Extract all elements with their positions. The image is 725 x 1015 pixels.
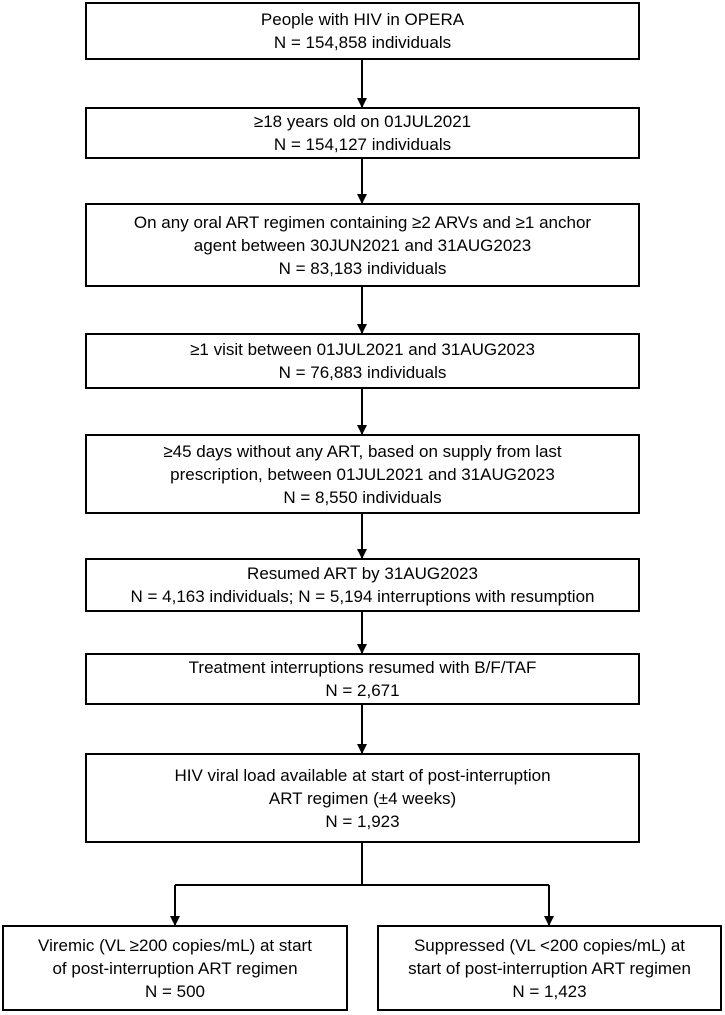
step-2-line-1: ≥18 years old on 01JUL2021 xyxy=(253,112,472,131)
viremic-line-2: of post-interruption ART regimen xyxy=(52,958,298,978)
viremic-line-1: Viremic (VL ≥200 copies/mL) at start xyxy=(38,935,312,955)
step-box-2: ≥18 years old on 01JUL2021 N = 154,127 i… xyxy=(85,107,640,159)
step-box-3: On any oral ART regimen containing ≥2 AR… xyxy=(85,203,640,287)
suppressed-line-1: Suppressed (VL <200 copies/mL) at xyxy=(413,935,686,955)
step-8-line-3: N = 1,923 xyxy=(325,811,400,831)
step-4-line-1: ≥1 visit between 01JUL2021 and 31AUG2023 xyxy=(190,340,535,359)
step-8-line-1: HIV viral load available at start of pos… xyxy=(174,765,551,785)
suppressed-line-3: N = 1,423 xyxy=(512,981,587,1001)
step-8-line-2: ART regimen (±4 weeks) xyxy=(268,788,457,808)
step-6-line-2: N = 4,163 individuals; N = 5,194 interru… xyxy=(130,587,595,606)
step-box-5: ≥45 days without any ART, based on suppl… xyxy=(85,434,640,514)
viremic-line-3: N = 500 xyxy=(144,981,205,1001)
step-box-7: Treatment interruptions resumed with B/F… xyxy=(85,653,640,705)
step-box-6: Resumed ART by 31AUG2023 N = 4,163 indiv… xyxy=(85,558,640,612)
step-3-line-1: On any oral ART regimen containing ≥2 AR… xyxy=(133,212,592,232)
branch-box-viremic: Viremic (VL ≥200 copies/mL) at start of … xyxy=(2,925,348,1011)
step-2-line-2: N = 154,127 individuals xyxy=(273,135,452,154)
branch-box-suppressed: Suppressed (VL <200 copies/mL) at start … xyxy=(377,925,722,1011)
step-box-1: People with HIV in OPERA N = 154,858 ind… xyxy=(85,2,640,60)
step-5-line-3: N = 8,550 individuals xyxy=(283,487,442,507)
step-4-line-2: N = 76,883 individuals xyxy=(278,363,447,382)
step-3-line-2: agent between 30JUN2021 and 31AUG2023 xyxy=(193,235,532,255)
step-box-8: HIV viral load available at start of pos… xyxy=(85,753,640,843)
step-5-line-1: ≥45 days without any ART, based on suppl… xyxy=(163,441,562,461)
step-box-4: ≥1 visit between 01JUL2021 and 31AUG2023… xyxy=(85,333,640,389)
step-1-line-2: N = 154,858 individuals xyxy=(273,33,452,52)
step-1-line-1: People with HIV in OPERA xyxy=(260,10,465,29)
step-5-line-2: prescription, between 01JUL2021 and 31AU… xyxy=(170,464,555,484)
step-3-line-3: N = 83,183 individuals xyxy=(278,258,447,278)
suppressed-line-2: start of post-interruption ART regimen xyxy=(408,958,691,978)
step-7-line-2: N = 2,671 xyxy=(325,681,400,700)
step-7-line-1: Treatment interruptions resumed with B/F… xyxy=(188,658,537,677)
step-6-line-1: Resumed ART by 31AUG2023 xyxy=(247,564,478,583)
